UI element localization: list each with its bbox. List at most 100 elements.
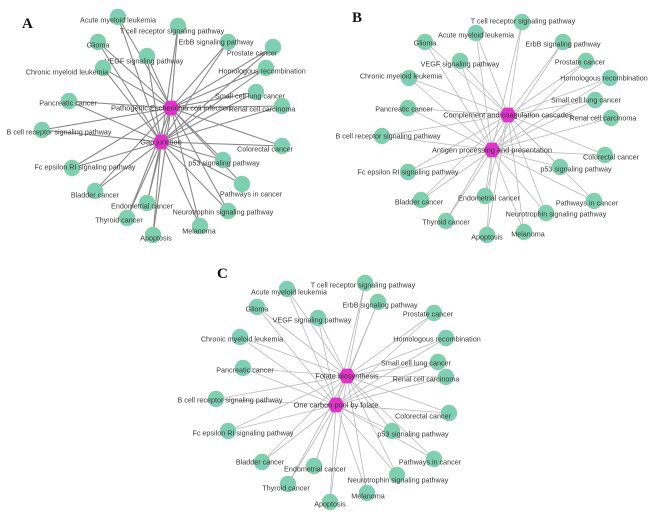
node-circle[interactable] <box>273 137 291 155</box>
node-vegf-signaling-pathway[interactable]: VEGF signaling pathway <box>273 309 352 327</box>
node-circle[interactable] <box>247 83 265 101</box>
node-small-cell-lung-cancer[interactable]: Small cell lung cancer <box>215 83 286 101</box>
node-glioma[interactable]: Glioma <box>246 298 269 316</box>
node-glioma[interactable]: Glioma <box>414 33 437 51</box>
hub-pathogenic-escherichia-coli-infection[interactable]: Pathogenic Escherichia coli infection <box>111 100 231 116</box>
node-circle[interactable] <box>425 304 443 322</box>
node-colorectal-cancer[interactable]: Colorectal cancer <box>583 146 640 164</box>
node-homologous-recombination[interactable]: Homologous recombination <box>393 329 481 347</box>
node-p53-signaling-pathway[interactable]: p53 signaling pathway <box>188 151 260 169</box>
node-circle[interactable] <box>248 298 266 316</box>
hub-hexagon[interactable] <box>483 142 501 158</box>
node-prostate-cancer[interactable]: Prostate cancer <box>403 304 454 322</box>
node-circle[interactable] <box>356 274 374 292</box>
node-apoptosis[interactable]: Apoptosis <box>471 226 503 244</box>
node-circle[interactable] <box>551 158 569 176</box>
node-melanoma[interactable]: Melanoma <box>351 484 385 502</box>
node-thyroid-cancer[interactable]: Thyroid cancer <box>422 212 470 230</box>
hub-hexagon[interactable] <box>499 107 517 123</box>
node-circle[interactable] <box>467 24 485 42</box>
node-circle[interactable] <box>94 59 112 77</box>
node-erbb-signaling-pathway[interactable]: ErbB signaling pathway <box>178 33 254 51</box>
node-pathways-in-cancer[interactable]: Pathways in cancer <box>556 192 619 210</box>
node-circle[interactable] <box>219 33 237 51</box>
node-pancreatic-cancer[interactable]: Pancreatic cancer <box>216 359 274 377</box>
node-circle[interactable] <box>585 192 603 210</box>
hub-hexagon[interactable] <box>152 134 170 150</box>
node-circle[interactable] <box>577 52 595 70</box>
node-circle[interactable] <box>219 422 237 440</box>
node-neurotrophin-signaling-pathway[interactable]: Neurotrophin signaling pathway <box>506 204 607 222</box>
node-melanoma[interactable]: Melanoma <box>511 223 545 241</box>
node-neurotrophin-signaling-pathway[interactable]: Neurotrophin signaling pathway <box>348 466 449 485</box>
node-circle[interactable] <box>586 91 604 109</box>
node-chronic-myeloid-leukemia[interactable]: Chronic myeloid leukemia <box>360 69 442 87</box>
node-circle[interactable] <box>234 359 252 377</box>
node-circle[interactable] <box>601 69 619 87</box>
node-circle[interactable] <box>233 175 251 193</box>
node-vegf-signaling-pathway[interactable]: VEGF signaling pathway <box>105 47 184 66</box>
node-colorectal-cancer[interactable]: Colorectal cancer <box>395 404 458 422</box>
node-homologous-recombination[interactable]: Homologous recombination <box>218 59 306 77</box>
node-circle[interactable] <box>279 475 297 493</box>
node-renal-cell-carcinoma[interactable]: Renal cell carcinoma <box>229 97 296 115</box>
node-circle[interactable] <box>429 353 447 371</box>
node-circle[interactable] <box>33 121 51 139</box>
node-apoptosis[interactable]: Apoptosis <box>314 493 346 511</box>
node-circle[interactable] <box>400 69 418 87</box>
node-circle[interactable] <box>399 99 417 117</box>
node-glioma[interactable]: Glioma <box>87 33 110 51</box>
node-circle[interactable] <box>478 226 496 244</box>
node-circle[interactable] <box>369 293 387 311</box>
hub-complement-and-coagulation-cascades[interactable]: Complement and coagulation cascades <box>443 107 573 123</box>
node-thyroid-cancer[interactable]: Thyroid cancer <box>262 475 310 493</box>
hub-hexagon[interactable] <box>162 100 180 116</box>
node-b-cell-receptor-signaling-pathway[interactable]: B cell receptor signaling pathway <box>335 127 441 145</box>
node-circle[interactable] <box>207 390 225 408</box>
node-small-cell-lung-cancer[interactable]: Small cell lung cancer <box>381 353 452 371</box>
node-circle[interactable] <box>138 47 156 65</box>
hub-gap-junction[interactable]: Gap junction <box>140 134 182 150</box>
node-p53-signaling-pathway[interactable]: p53 signaling pathway <box>377 422 449 440</box>
node-renal-cell-carcinoma[interactable]: Renal cell carcinoma <box>393 368 460 386</box>
node-vegf-signaling-pathway[interactable]: VEGF signaling pathway <box>421 52 500 70</box>
node-acute-myeloid-leukemia[interactable]: Acute myeloid leukemia <box>80 8 156 26</box>
node-circle[interactable] <box>373 127 391 145</box>
node-prostate-cancer[interactable]: Prostate cancer <box>227 38 282 58</box>
node-circle[interactable] <box>602 109 620 127</box>
node-circle[interactable] <box>253 453 271 471</box>
node-circle[interactable] <box>412 191 430 209</box>
node-circle[interactable] <box>138 194 156 212</box>
node-circle[interactable] <box>537 204 555 222</box>
node-fc-epsilon-ri-signaling-pathway[interactable]: Fc epsilon RI signaling pathway <box>34 159 136 177</box>
node-p53-signaling-pathway[interactable]: p53 signaling pathway <box>540 158 612 176</box>
node-pancreatic-cancer[interactable]: Pancreatic cancer <box>375 99 433 117</box>
node-circle[interactable] <box>596 146 614 164</box>
hub-hexagon[interactable] <box>338 368 356 384</box>
hub-folate-biosynthesis[interactable]: Folate biosynthesis <box>315 368 379 384</box>
node-bladder-cancer[interactable]: Bladder cancer <box>395 191 444 209</box>
node-colorectal-cancer[interactable]: Colorectal cancer <box>237 137 294 155</box>
node-circle[interactable] <box>257 59 275 77</box>
node-t-cell-receptor-signaling-pathway[interactable]: T cell receptor signaling pathway <box>311 274 416 292</box>
node-pathways-in-cancer[interactable]: Pathways in cancer <box>399 450 462 468</box>
node-circle[interactable] <box>451 52 469 70</box>
node-erbb-signaling-pathway[interactable]: ErbB signaling pathway <box>342 293 418 311</box>
node-t-cell-receptor-signaling-pathway[interactable]: T cell receptor signaling pathway <box>120 17 225 36</box>
node-neurotrophin-signaling-pathway[interactable]: Neurotrophin signaling pathway <box>173 202 274 220</box>
node-erbb-signaling-pathway[interactable]: ErbB signaling pathway <box>525 33 601 51</box>
node-prostate-cancer[interactable]: Prostate cancer <box>555 52 606 70</box>
node-circle[interactable] <box>219 202 237 220</box>
node-endometrial-cancer[interactable]: Endometrial cancer <box>284 457 347 475</box>
node-renal-cell-carcinoma[interactable]: Renal cell carcinoma <box>570 109 637 127</box>
node-endometrial-cancer[interactable]: Endometrial cancer <box>111 194 174 212</box>
hub-one-carbon-pool-by-folate[interactable]: One carbon pool by folate <box>294 397 379 413</box>
node-bladder-cancer[interactable]: Bladder cancer <box>71 182 120 200</box>
node-fc-epsilon-ri-signaling-pathway[interactable]: Fc epsilon RI signaling pathway <box>357 163 459 181</box>
node-thyroid-cancer[interactable]: Thyroid cancer <box>95 209 143 227</box>
node-circle[interactable] <box>513 13 531 31</box>
node-circle[interactable] <box>231 328 249 346</box>
node-melanoma[interactable]: Melanoma <box>182 217 216 236</box>
hub-antigen-processing-and-presentation[interactable]: Antigen processing and presentation <box>432 142 552 158</box>
node-circle[interactable] <box>388 466 406 484</box>
